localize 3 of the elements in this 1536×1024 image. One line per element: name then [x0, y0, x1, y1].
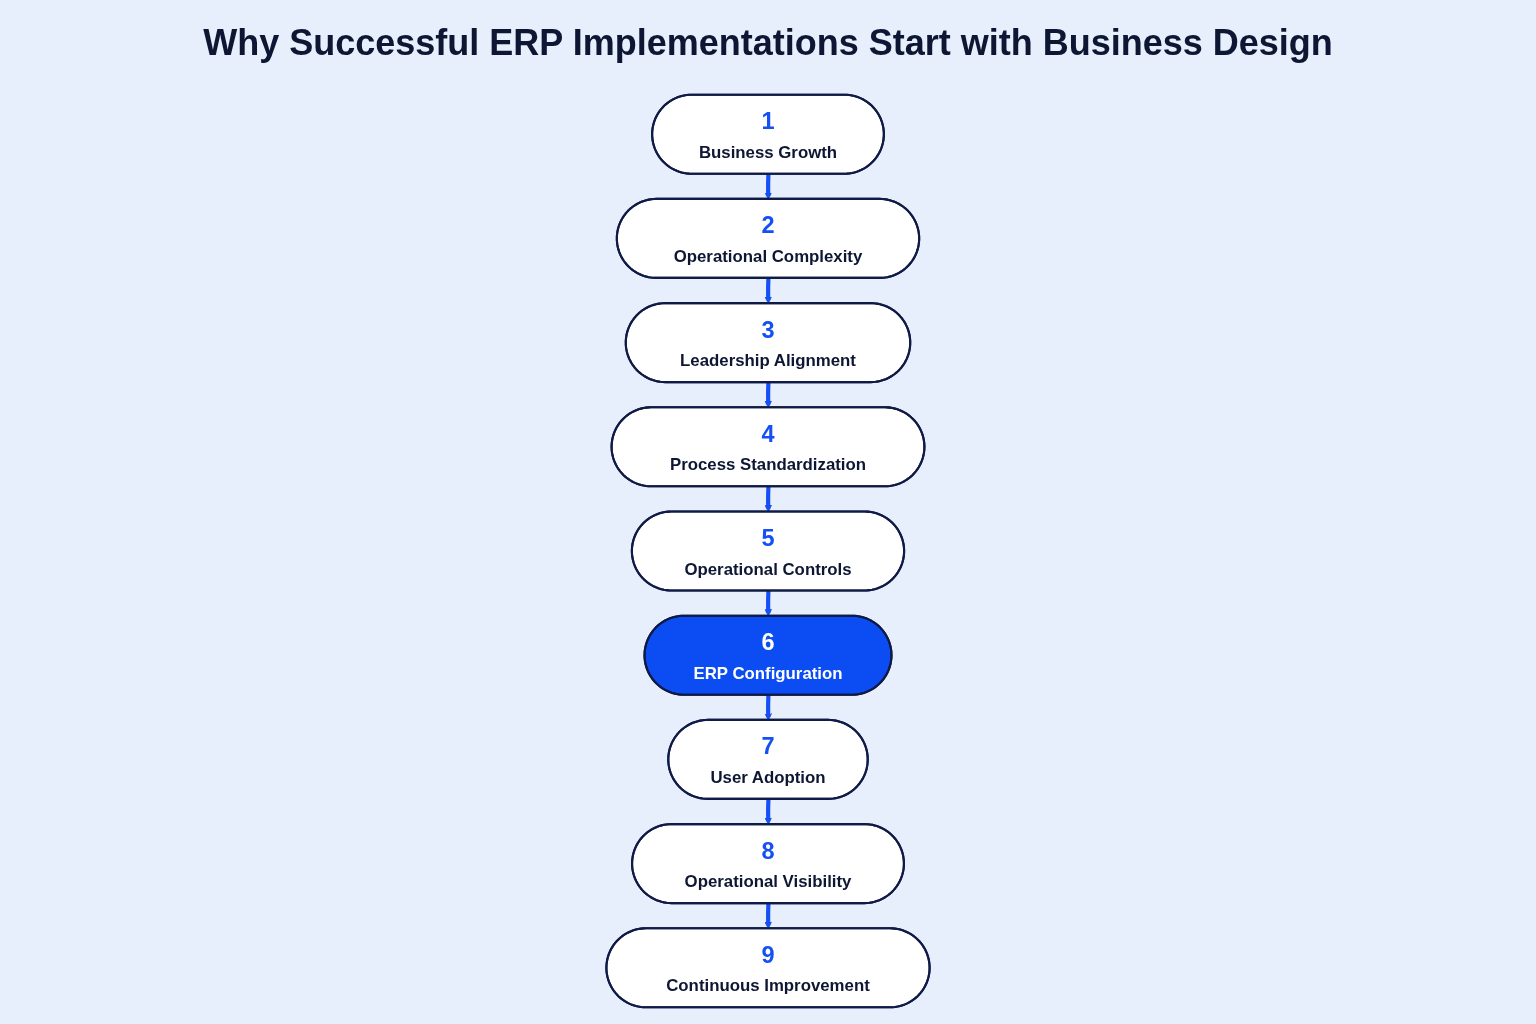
- arrow: [764, 799, 772, 825]
- arrow: [764, 278, 772, 304]
- title: Why Successful ERP Implementations Start with Business Design: [203, 22, 1333, 64]
